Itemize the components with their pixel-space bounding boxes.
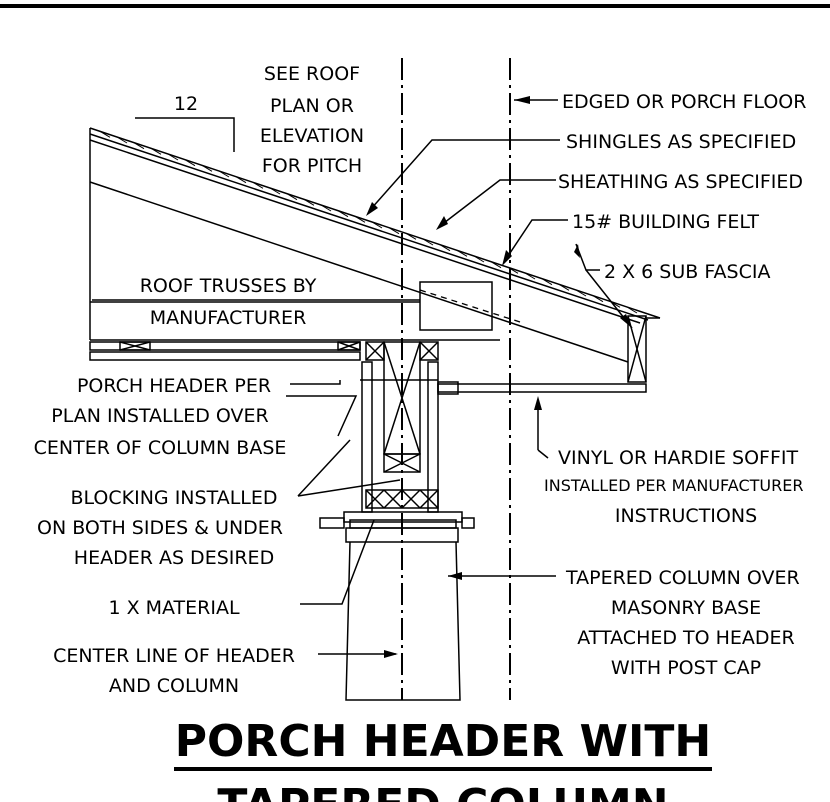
soffit-note-1: VINYL OR HARDIE SOFFIT bbox=[558, 447, 798, 469]
shingle-course-tick bbox=[116, 136, 128, 144]
shingle-course-tick bbox=[218, 170, 230, 178]
shingle-course-tick bbox=[592, 295, 604, 303]
shingle-course-tick bbox=[490, 261, 502, 269]
shingle-course-tick bbox=[439, 244, 451, 252]
shingle-course-tick bbox=[99, 130, 111, 138]
shingle-course-tick bbox=[388, 227, 400, 235]
shingle-course-tick bbox=[541, 278, 553, 286]
shingle-course-tick bbox=[337, 210, 349, 218]
blocking-note-2: ON BOTH SIDES & UNDER bbox=[37, 517, 283, 539]
shingle-course-tick bbox=[626, 306, 638, 314]
blocking-note-3: HEADER AS DESIRED bbox=[74, 547, 274, 569]
trusses-note-1: ROOF TRUSSES BY bbox=[140, 275, 317, 297]
shingle-course-tick bbox=[456, 249, 468, 257]
porch-header-note-1: PORCH HEADER PER bbox=[77, 375, 271, 397]
felt-note: 15# BUILDING FELT bbox=[572, 211, 759, 233]
drawing-title-line-1: PORCH HEADER WITH bbox=[175, 716, 711, 767]
material-note: 1 X MATERIAL bbox=[108, 597, 240, 619]
shingle-course-tick bbox=[303, 198, 315, 206]
soffit-board bbox=[437, 383, 647, 393]
shingle-course-tick bbox=[184, 159, 196, 167]
leader-lines bbox=[92, 96, 633, 658]
soffit-note-3: INSTRUCTIONS bbox=[615, 505, 757, 527]
drawing-title-line-2: TAPERED COLUMN bbox=[217, 780, 668, 802]
shingle-course-tick bbox=[320, 204, 332, 212]
tapered-note-3: ATTACHED TO HEADER bbox=[577, 627, 795, 649]
shingle-course-tick bbox=[133, 142, 145, 150]
shingle-course-tick bbox=[354, 215, 366, 223]
shingle-course-tick bbox=[252, 181, 264, 189]
tapered-note-4: WITH POST CAP bbox=[611, 657, 761, 679]
shingle-course-tick bbox=[575, 289, 587, 297]
shingle-course-tick bbox=[405, 232, 417, 240]
tapered-column bbox=[319, 511, 475, 701]
pitch-rise-label: 12 bbox=[174, 93, 198, 115]
porch-header-note-2: PLAN INSTALLED OVER bbox=[51, 405, 268, 427]
soffit-note-2: INSTALLED PER MANUFACTURER bbox=[544, 476, 803, 495]
blocking-note-1: BLOCKING INSTALLED bbox=[70, 487, 277, 509]
shingle-course-tick bbox=[371, 221, 383, 229]
shingle-course-tick bbox=[286, 193, 298, 201]
truss-plate bbox=[419, 281, 493, 331]
trusses-note-2: MANUFACTURER bbox=[150, 307, 307, 329]
shingle-course-tick bbox=[167, 153, 179, 161]
shingle-course-tick bbox=[235, 176, 247, 184]
centerline-note-1: CENTER LINE OF HEADER bbox=[53, 645, 295, 667]
edged-porch-note: EDGED OR PORCH FLOOR bbox=[562, 91, 806, 113]
shingle-course-tick bbox=[150, 147, 162, 155]
shingle-course-tick bbox=[524, 272, 536, 280]
see-roof-note-4: FOR PITCH bbox=[262, 155, 362, 177]
centerline-note-2: AND COLUMN bbox=[109, 675, 239, 697]
pitch-symbol: 12 bbox=[135, 93, 235, 152]
sheathing-note: SHEATHING AS SPECIFIED bbox=[558, 171, 803, 193]
shingle-course-tick bbox=[473, 255, 485, 263]
see-roof-note-1: SEE ROOF bbox=[264, 63, 360, 85]
shingle-course-tick bbox=[422, 238, 434, 246]
sub-fascia-note: 2 X 6 SUB FASCIA bbox=[604, 261, 770, 283]
shingle-course-tick bbox=[558, 283, 570, 291]
shingle-courses bbox=[99, 130, 638, 314]
shingles-note: SHINGLES AS SPECIFIED bbox=[566, 131, 796, 153]
porch-header-framing bbox=[361, 341, 439, 513]
shingle-course-tick bbox=[201, 164, 213, 172]
see-roof-note-3: ELEVATION bbox=[260, 125, 364, 147]
see-roof-note-2: PLAN OR bbox=[270, 95, 354, 117]
roof-assembly bbox=[89, 127, 661, 395]
shingle-course-tick bbox=[269, 187, 281, 195]
tapered-note-2: MASONRY BASE bbox=[611, 597, 761, 619]
ceiling-blocks bbox=[119, 341, 361, 351]
porch-header-note-3: CENTER OF COLUMN BASE bbox=[34, 437, 287, 459]
tapered-note-1: TAPERED COLUMN OVER bbox=[565, 567, 800, 589]
sub-fascia bbox=[627, 315, 647, 383]
